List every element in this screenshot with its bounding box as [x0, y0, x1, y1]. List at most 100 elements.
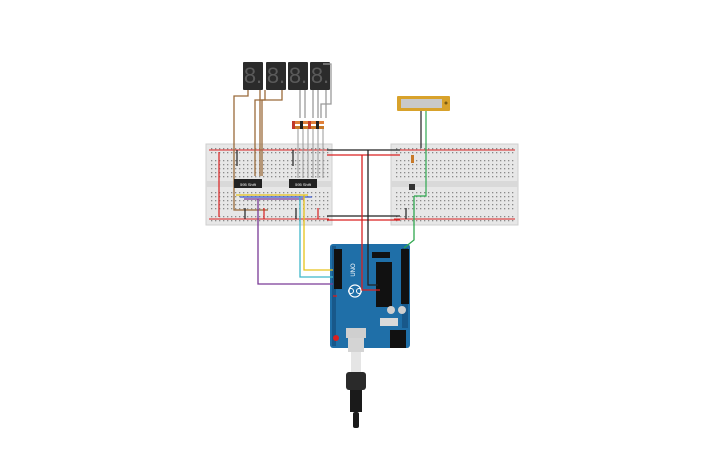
breadboard-hole [468, 196, 470, 198]
breadboard-hole [291, 148, 293, 150]
breadboard-hole [408, 148, 410, 150]
breadboard-hole [444, 160, 446, 162]
breadboard-hole [227, 196, 229, 198]
breadboard-hole [271, 208, 273, 210]
breadboard-hole [295, 160, 297, 162]
breadboard-hole [408, 220, 410, 222]
breadboard-hole [468, 216, 470, 218]
breadboard-hole [488, 192, 490, 194]
breadboard-hole [215, 196, 217, 198]
breadboard-hole [400, 192, 402, 194]
breadboard-hole [460, 168, 462, 170]
breadboard-hole [271, 204, 273, 206]
breadboard-hole [311, 220, 313, 222]
breadboard-hole [315, 220, 317, 222]
shift-register-1[interactable]: 595 Shift [234, 179, 262, 188]
breadboard-hole [436, 208, 438, 210]
arduino-uno[interactable]: UNO [330, 244, 410, 348]
breadboard-hole [263, 168, 265, 170]
breadboard-hole [444, 200, 446, 202]
breadboard-hole [396, 192, 398, 194]
breadboard-hole [444, 148, 446, 150]
breadboard-hole [496, 192, 498, 194]
breadboard-hole [420, 164, 422, 166]
breadboard-hole [440, 176, 442, 178]
breadboard-hole [480, 164, 482, 166]
breadboard-hole [400, 172, 402, 174]
breadboard-hole [227, 168, 229, 170]
breadboard-hole [488, 168, 490, 170]
breadboard-hole [484, 168, 486, 170]
breadboard-hole [219, 168, 221, 170]
breadboard-hole [275, 160, 277, 162]
breadboard-hole [432, 152, 434, 154]
breadboard-hole [303, 148, 305, 150]
breadboard-hole [227, 216, 229, 218]
breadboard-hole [239, 172, 241, 174]
breadboard-hole [504, 196, 506, 198]
breadboard-hole [267, 204, 269, 206]
breadboard-hole [464, 160, 466, 162]
breadboard-hole [484, 152, 486, 154]
breadboard-hole [504, 168, 506, 170]
breadboard-hole [323, 168, 325, 170]
breadboard-hole [211, 192, 213, 194]
breadboard-hole [315, 148, 317, 150]
seven-segment-display[interactable]: 8. 8. 8. 8. [243, 62, 330, 90]
breadboard-hole [219, 164, 221, 166]
breadboard-hole [452, 220, 454, 222]
resistor-array[interactable] [292, 121, 324, 129]
breadboard-hole [223, 200, 225, 202]
breadboard-hole [428, 168, 430, 170]
breadboard-hole [231, 168, 233, 170]
breadboard-hole [500, 172, 502, 174]
breadboard-hole [215, 172, 217, 174]
breadboard-hole [263, 148, 265, 150]
breadboard-hole [283, 168, 285, 170]
breadboard-hole [243, 200, 245, 202]
breadboard-hole [291, 220, 293, 222]
breadboard-hole [508, 204, 510, 206]
breadboard-hole [303, 168, 305, 170]
breadboard-hole [480, 176, 482, 178]
breadboard-hole [476, 152, 478, 154]
breadboard-hole [444, 164, 446, 166]
breadboard-hole [279, 152, 281, 154]
breadboard-hole [472, 208, 474, 210]
breadboard-hole [323, 196, 325, 198]
sensor-module[interactable] [397, 96, 450, 111]
breadboard-hole [283, 176, 285, 178]
breadboard-hole [267, 176, 269, 178]
breadboard-hole [404, 192, 406, 194]
breadboard-hole [227, 176, 229, 178]
breadboard-hole [239, 192, 241, 194]
breadboard-hole [396, 208, 398, 210]
breadboard-hole [219, 204, 221, 206]
breadboard-hole [412, 200, 414, 202]
breadboard-hole [295, 172, 297, 174]
breadboard-hole [400, 168, 402, 170]
breadboard-hole [247, 148, 249, 150]
breadboard-hole [484, 172, 486, 174]
breadboard-hole [412, 216, 414, 218]
breadboard-hole [452, 164, 454, 166]
digit-3: 8. [288, 62, 308, 90]
breadboard-hole [456, 220, 458, 222]
breadboard-hole [472, 220, 474, 222]
breadboard-hole [428, 208, 430, 210]
shift-register-2[interactable]: 595 Shift [289, 179, 317, 188]
breadboard-hole [239, 164, 241, 166]
breadboard-hole [440, 172, 442, 174]
breadboard-hole [275, 164, 277, 166]
breadboard-hole [251, 172, 253, 174]
breadboard-hole [295, 204, 297, 206]
breadboard-hole [239, 152, 241, 154]
breadboard-hole [504, 160, 506, 162]
breadboard-hole [472, 196, 474, 198]
breadboard-hole [460, 220, 462, 222]
breadboard-hole [504, 176, 506, 178]
breadboard-hole [263, 204, 265, 206]
breadboard-hole [323, 208, 325, 210]
breadboard-hole [303, 192, 305, 194]
breadboard-hole [319, 176, 321, 178]
